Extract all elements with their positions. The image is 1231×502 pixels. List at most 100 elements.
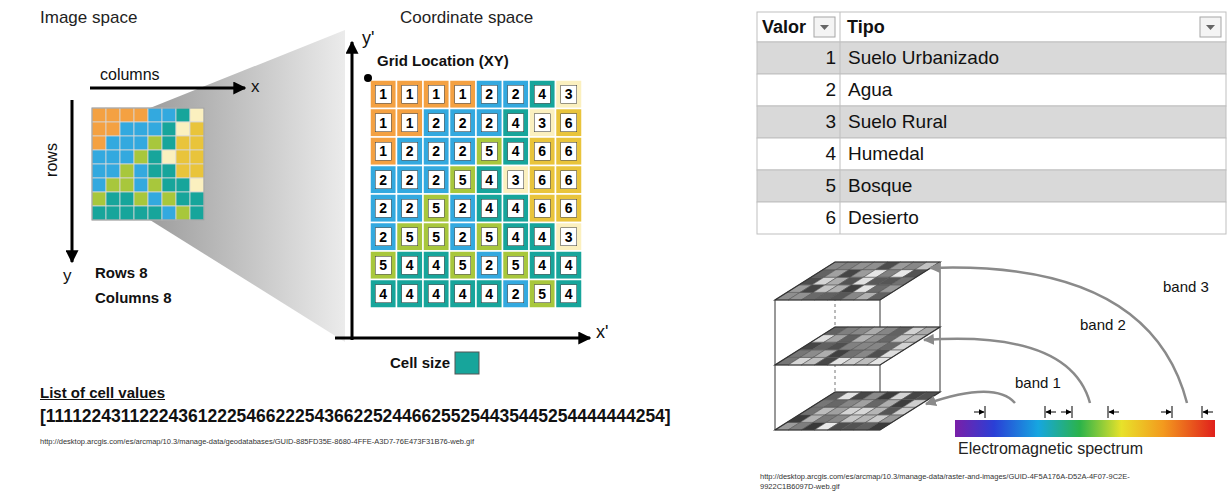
band-tick <box>1072 406 1073 418</box>
band-pixel <box>867 292 892 300</box>
table-value-cell: 3 <box>757 106 836 138</box>
cell-value: 2 <box>479 114 499 132</box>
cell-value: 3 <box>532 114 552 132</box>
cell-value: 4 <box>400 285 420 303</box>
grid-cell <box>556 280 583 309</box>
dropdown-arrow <box>1206 25 1215 30</box>
grid-cell <box>476 194 503 223</box>
table-type-cell: Agua <box>848 74 892 106</box>
band-tick <box>1202 406 1203 418</box>
grid-cell <box>450 137 477 166</box>
image-cell <box>92 164 106 178</box>
table-header-cell: Tipo <box>847 12 885 42</box>
grid-cell <box>397 223 424 252</box>
grid-size: Rows 8 <box>95 264 148 281</box>
image-cell <box>190 178 204 192</box>
image-cell <box>120 136 134 150</box>
grid-cell <box>370 280 397 309</box>
image-cell <box>134 192 148 206</box>
dropdown-arrow <box>820 25 829 30</box>
grid-cell <box>423 280 450 309</box>
cell-value: 1 <box>373 142 393 160</box>
grid-cell <box>423 137 450 166</box>
cell-value: 4 <box>559 285 579 303</box>
image-cell <box>120 192 134 206</box>
band-label: band 1 <box>1015 374 1061 391</box>
grid-cell <box>423 166 450 195</box>
table-value-cell: 5 <box>757 170 836 202</box>
cell-value: 5 <box>532 285 552 303</box>
grid-cell <box>529 80 556 109</box>
band-pixel <box>867 357 892 365</box>
band-pixel <box>879 350 904 358</box>
band-pixel <box>915 327 940 335</box>
band-label: band 3 <box>1163 278 1209 295</box>
band-tick <box>1172 406 1173 418</box>
table-type-cell: Humedal <box>848 138 924 170</box>
cell-size-swatch <box>455 352 479 374</box>
table-value-cell: 1 <box>757 42 836 74</box>
image-cell <box>176 122 190 136</box>
cell-value: 6 <box>559 199 579 217</box>
table-value-cell: 4 <box>757 138 836 170</box>
grid-cell <box>476 80 503 109</box>
image-cell <box>148 136 162 150</box>
grid-cell <box>370 223 397 252</box>
cell-value: 2 <box>400 142 420 160</box>
table-row <box>757 138 1226 170</box>
image-cell <box>162 178 176 192</box>
image-cell <box>148 206 162 220</box>
cell-value: 5 <box>426 228 446 246</box>
cell-value: 6 <box>559 171 579 189</box>
grid-cell <box>476 251 503 280</box>
grid-cell <box>450 80 477 109</box>
cell-value: 1 <box>426 85 446 103</box>
grid-cell <box>450 223 477 252</box>
image-cell <box>190 122 204 136</box>
grid-cell <box>397 137 424 166</box>
cell-value: 4 <box>532 228 552 246</box>
image-cell <box>106 150 120 164</box>
list-heading: List of cell values <box>40 384 165 401</box>
cell-value: 4 <box>453 285 473 303</box>
cell-value: 6 <box>559 114 579 132</box>
cell-value: 6 <box>559 142 579 160</box>
grid-cell <box>423 223 450 252</box>
cell-value: 2 <box>426 114 446 132</box>
x-prime-axis <box>335 337 590 340</box>
image-cell <box>162 164 176 178</box>
image-cell <box>176 206 190 220</box>
spectrum-label: Electromagnetic spectrum <box>958 440 1143 458</box>
grid-cell <box>529 223 556 252</box>
table-row <box>757 170 1226 202</box>
table-header-cell: Valor <box>762 12 806 42</box>
grid-cell <box>370 194 397 223</box>
grid-cell <box>397 280 424 309</box>
grid-cell <box>476 166 503 195</box>
image-cell <box>176 164 190 178</box>
image-cell <box>134 206 148 220</box>
band-pixel <box>879 415 904 423</box>
cell-value: 5 <box>479 228 499 246</box>
table-row <box>757 106 1226 138</box>
table-type-cell: Suelo Urbanizado <box>848 42 999 74</box>
image-cell <box>92 136 106 150</box>
band-label: band 2 <box>1080 316 1126 333</box>
image-cell <box>148 164 162 178</box>
cell-size-label: Cell size <box>390 354 450 371</box>
band-pixel <box>867 422 892 430</box>
image-cell <box>176 178 190 192</box>
image-cell <box>162 192 176 206</box>
image-cell <box>92 150 106 164</box>
cell-value: 2 <box>426 171 446 189</box>
grid-cell <box>503 137 530 166</box>
grid-cell <box>476 109 503 138</box>
grid-cell <box>503 280 530 309</box>
grid-cell <box>556 166 583 195</box>
cell-value: 2 <box>426 142 446 160</box>
image-cell <box>134 122 148 136</box>
image-cell <box>106 136 120 150</box>
cell-value: 4 <box>559 256 579 274</box>
grid-cell <box>529 280 556 309</box>
